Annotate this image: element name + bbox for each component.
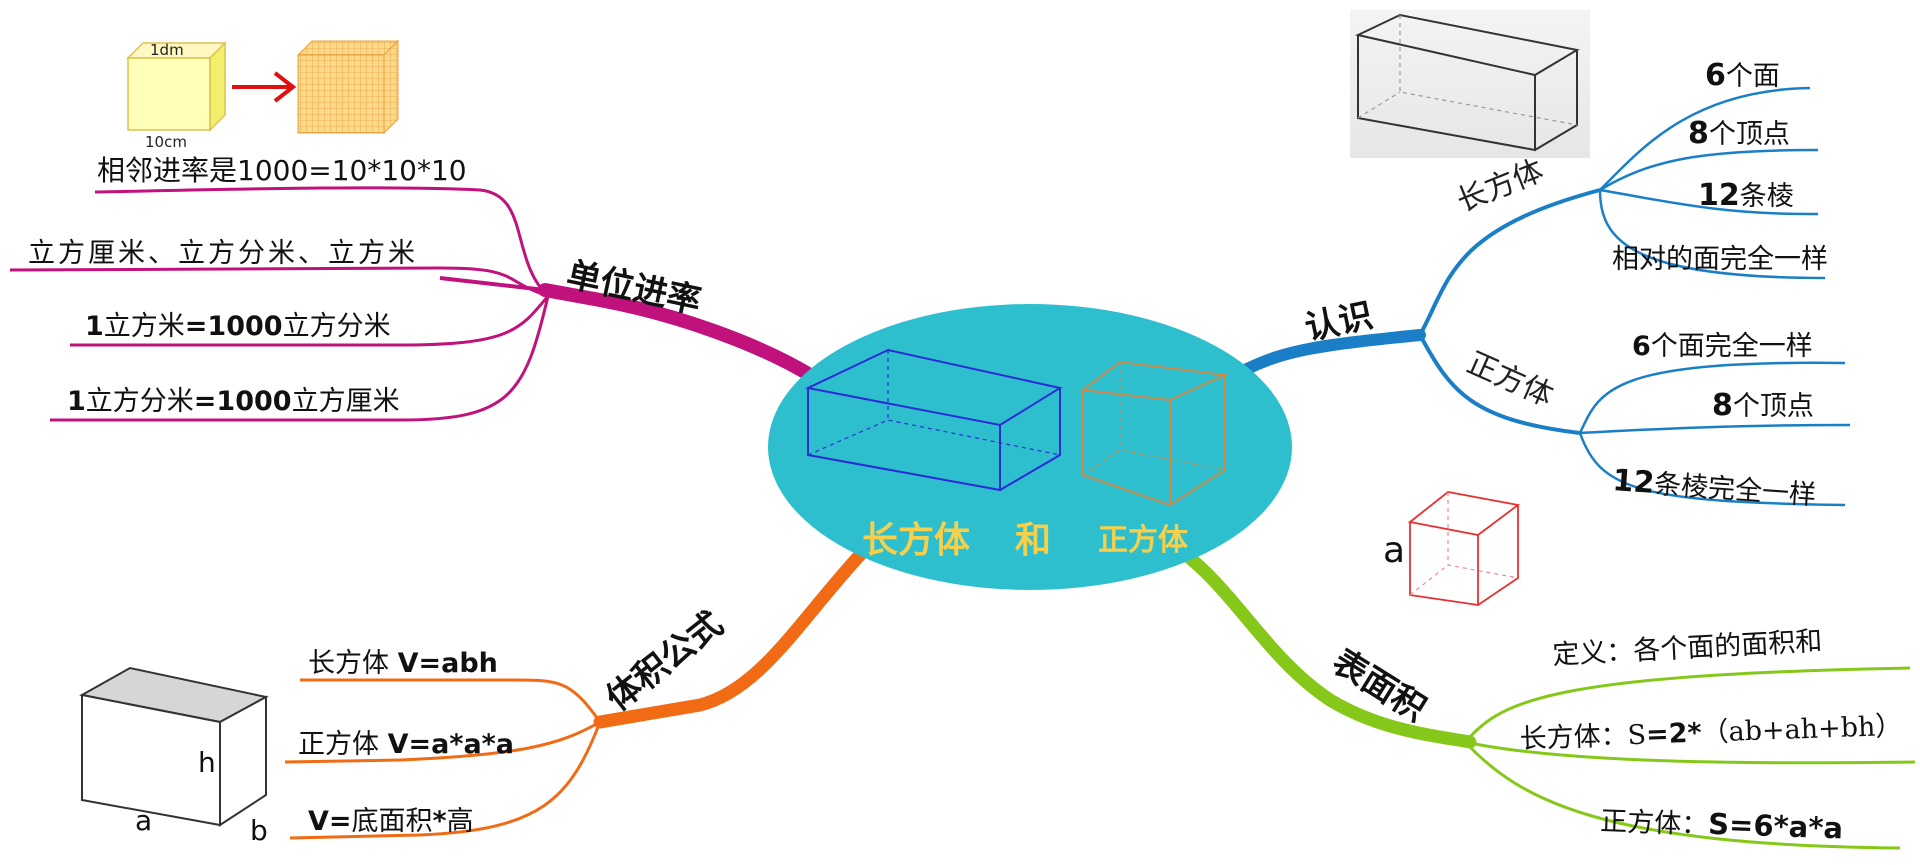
branch-recognition-trunk xyxy=(1239,329,1426,376)
cube-edge-a-label: a xyxy=(1383,530,1405,571)
connector-line xyxy=(1418,188,1601,336)
branch-volume-trunk xyxy=(593,548,867,729)
branch-units-trunk xyxy=(538,283,817,382)
dimension-b-label: b xyxy=(250,814,268,847)
connector-line xyxy=(9,266,549,298)
cube-top-label: 1dm xyxy=(150,41,184,59)
grid-cube-icon xyxy=(296,39,400,135)
connector-line xyxy=(289,721,602,840)
unit-conversion-illustration: 1dm 10cm xyxy=(126,39,400,151)
cuboid-items: 6个面 8个顶点 12条棱 相对的面完全一样 xyxy=(1612,58,1828,275)
center-ellipse xyxy=(768,304,1292,590)
list-item[interactable]: 1立方分米=1000立方厘米 xyxy=(67,386,400,417)
list-item[interactable]: 8个顶点 xyxy=(1688,116,1790,151)
connector-line xyxy=(1578,432,1846,507)
list-item[interactable]: 正方体：S=6*a*a xyxy=(1600,803,1844,845)
list-item[interactable]: 定义：各个面的面积和 xyxy=(1552,626,1823,671)
branch-units xyxy=(9,186,817,422)
center-title-right: 正方体 xyxy=(1098,523,1189,558)
connector-line xyxy=(50,295,550,422)
connector-line xyxy=(1578,361,1846,434)
cube-bottom-label: 10cm xyxy=(145,133,187,151)
center-node[interactable]: 长方体 和 正方体 xyxy=(768,304,1292,590)
connector-line xyxy=(1598,189,1826,280)
connector-line xyxy=(70,295,550,347)
branch-surface xyxy=(1183,551,1916,850)
arrow-right-icon xyxy=(232,71,297,103)
small-cube-icon xyxy=(126,41,227,132)
list-item[interactable]: 立方厘米、立方分米、立方米 xyxy=(28,238,418,269)
cube-items: 6个面完全一样 8个顶点 12条棱完全一样 xyxy=(1611,331,1817,512)
connector-line xyxy=(1599,188,1819,216)
connector-line xyxy=(1463,740,1901,850)
list-item[interactable]: 6个面 xyxy=(1705,58,1780,93)
list-item[interactable]: 8个顶点 xyxy=(1712,388,1814,423)
volume-box-illustration: h a b xyxy=(79,666,269,847)
connector-line xyxy=(1464,740,1916,765)
dimension-a-label: a xyxy=(135,804,152,837)
surface-cube-illustration: a xyxy=(1383,491,1521,607)
list-item[interactable]: 1立方米=1000立方分米 xyxy=(85,311,391,342)
connector-line xyxy=(1463,666,1911,744)
connector-line xyxy=(94,186,550,298)
list-item[interactable]: 正方体 V=a*a*a xyxy=(298,729,514,760)
volume-items: 长方体 V=abh 正方体 V=a*a*a V=底面积*高 xyxy=(298,648,514,837)
list-item[interactable]: 6个面完全一样 xyxy=(1632,331,1813,362)
cube-wireframe-icon xyxy=(1080,360,1229,507)
connector-line xyxy=(1599,86,1811,191)
dimension-h-label: h xyxy=(198,746,216,779)
list-item[interactable]: 相对的面完全一样 xyxy=(1612,244,1828,275)
list-item[interactable]: 相邻进率是1000=10*10*10 xyxy=(97,154,467,187)
units-items: 相邻进率是1000=10*10*10 立方厘米、立方分米、立方米 1立方米=10… xyxy=(28,154,467,417)
center-title-mid: 和 xyxy=(1015,520,1051,561)
list-item[interactable]: 长方体：S=2*（ab+ah+bh） xyxy=(1519,711,1903,755)
list-item[interactable]: 12条棱完全一样 xyxy=(1611,463,1817,512)
connector-line xyxy=(1418,334,1581,435)
connector-line xyxy=(1599,148,1819,192)
branch-recognition xyxy=(1239,86,1851,507)
center-title-left: 长方体 xyxy=(862,520,970,561)
connector-line xyxy=(1579,423,1851,435)
subtopic-cuboid-label[interactable]: 长方体 xyxy=(1452,153,1549,219)
cuboid-wireframe-icon xyxy=(804,348,1063,492)
connector-line xyxy=(284,720,601,764)
list-item[interactable]: V=底面积*高 xyxy=(308,806,474,837)
connector-line xyxy=(300,678,602,723)
list-item[interactable]: 长方体 V=abh xyxy=(308,648,498,679)
cuboid-photo xyxy=(1350,10,1590,158)
branch-volume xyxy=(284,548,867,840)
list-item[interactable]: 12条棱 xyxy=(1698,178,1794,213)
branch-surface-trunk xyxy=(1183,551,1477,749)
